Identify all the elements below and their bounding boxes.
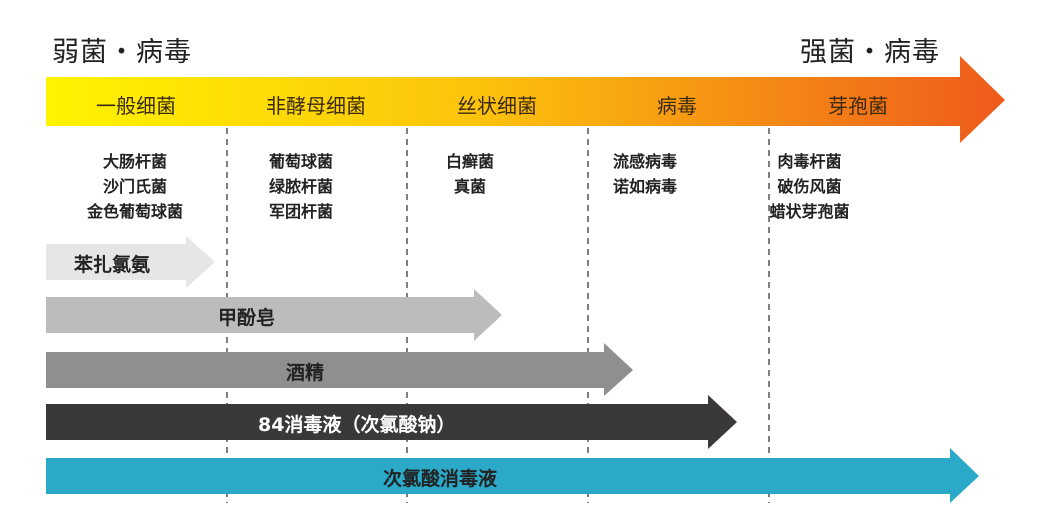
example-item: 流感病毒 — [612, 152, 677, 171]
disinfectant-label-hypochlorous-acid: 次氯酸消毒液 — [383, 468, 498, 490]
disinfectant-arrow-sodium-hypochlorite — [46, 395, 737, 449]
strong-end-label: 强菌・病毒 — [800, 37, 940, 68]
examples-spore-bacteria: 肉毒杆菌 破伤风菌 蜡状芽孢菌 — [752, 149, 867, 224]
disinfectant-label-sodium-hypochlorite: 84消毒液（次氯酸钠） — [258, 414, 456, 436]
disinfectant-arrow-hypochlorous-acid — [46, 448, 979, 503]
strength-gradient-arrow — [46, 56, 1005, 143]
example-item: 大肠杆菌 — [102, 152, 167, 171]
example-item: 沙门氏菌 — [102, 177, 167, 196]
example-item: 真菌 — [453, 177, 486, 196]
disinfectant-label-cresol-soap: 甲酚皂 — [218, 307, 276, 329]
category-label-non-yeast-bacteria: 非酵母细菌 — [266, 94, 366, 118]
example-item: 金色葡萄球菌 — [86, 202, 183, 221]
weak-end-label: 弱菌・病毒 — [52, 37, 192, 68]
example-item: 葡萄球菌 — [268, 152, 333, 171]
example-item: 肉毒杆菌 — [777, 152, 842, 171]
category-label-spore-bacteria: 芽孢菌 — [828, 94, 888, 118]
disinfectant-label-benzalkonium: 苯扎氯氨 — [74, 254, 151, 276]
category-label-virus: 病毒 — [657, 94, 697, 118]
example-item: 蜡状芽孢菌 — [769, 202, 850, 221]
category-label-filamentous-bacteria: 丝状细菌 — [457, 94, 537, 118]
example-item: 白癣菌 — [445, 152, 494, 171]
examples-non-yeast-bacteria: 葡萄球菌 绿脓杆菌 军团杆菌 — [241, 149, 361, 224]
disinfectant-arrow-alcohol — [46, 343, 633, 396]
examples-virus: 流感病毒 诺如病毒 — [600, 149, 690, 199]
example-item: 破伤风菌 — [777, 177, 842, 196]
disinfectant-label-alcohol: 酒精 — [286, 362, 325, 384]
category-label-general-bacteria: 一般细菌 — [96, 94, 176, 118]
example-item: 绿脓杆菌 — [268, 177, 333, 196]
examples-filamentous-bacteria: 白癣菌 真菌 — [425, 149, 515, 199]
disinfectant-arrow-cresol-soap — [46, 289, 502, 341]
example-item: 诺如病毒 — [612, 177, 677, 196]
examples-general-bacteria: 大肠杆菌 沙门氏菌 金色葡萄球菌 — [60, 149, 210, 224]
disinfectant-arrow-benzalkonium — [46, 236, 215, 288]
example-item: 军团杆菌 — [268, 202, 333, 221]
